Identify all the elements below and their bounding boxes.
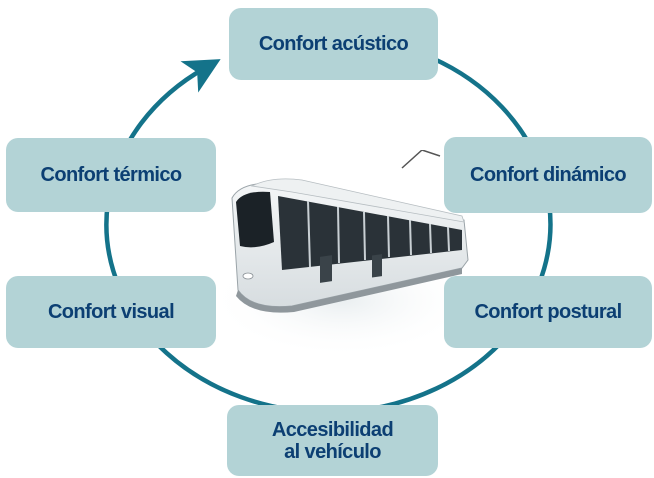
node-label-line2: al vehículo	[284, 440, 381, 463]
tram-illustration	[212, 150, 477, 358]
node-confort-postural: Confort postural	[444, 276, 652, 348]
node-confort-termico: Confort térmico	[6, 138, 216, 212]
node-label: Confort térmico	[40, 164, 182, 186]
node-label: Confort visual	[47, 301, 175, 323]
node-confort-dinamico: Confort dinámico	[444, 137, 652, 213]
node-confort-visual: Confort visual	[6, 276, 216, 348]
node-label-line1: Accesibilidad	[271, 418, 394, 441]
node-label: Confort postural	[474, 301, 622, 323]
node-label: Confort acústico	[258, 33, 409, 55]
node-label: Confort dinámico	[470, 164, 627, 186]
node-confort-acustico: Confort acústico	[229, 8, 438, 80]
node-accesibilidad-vehiculo: Accesibilidad al vehículo	[227, 405, 438, 476]
